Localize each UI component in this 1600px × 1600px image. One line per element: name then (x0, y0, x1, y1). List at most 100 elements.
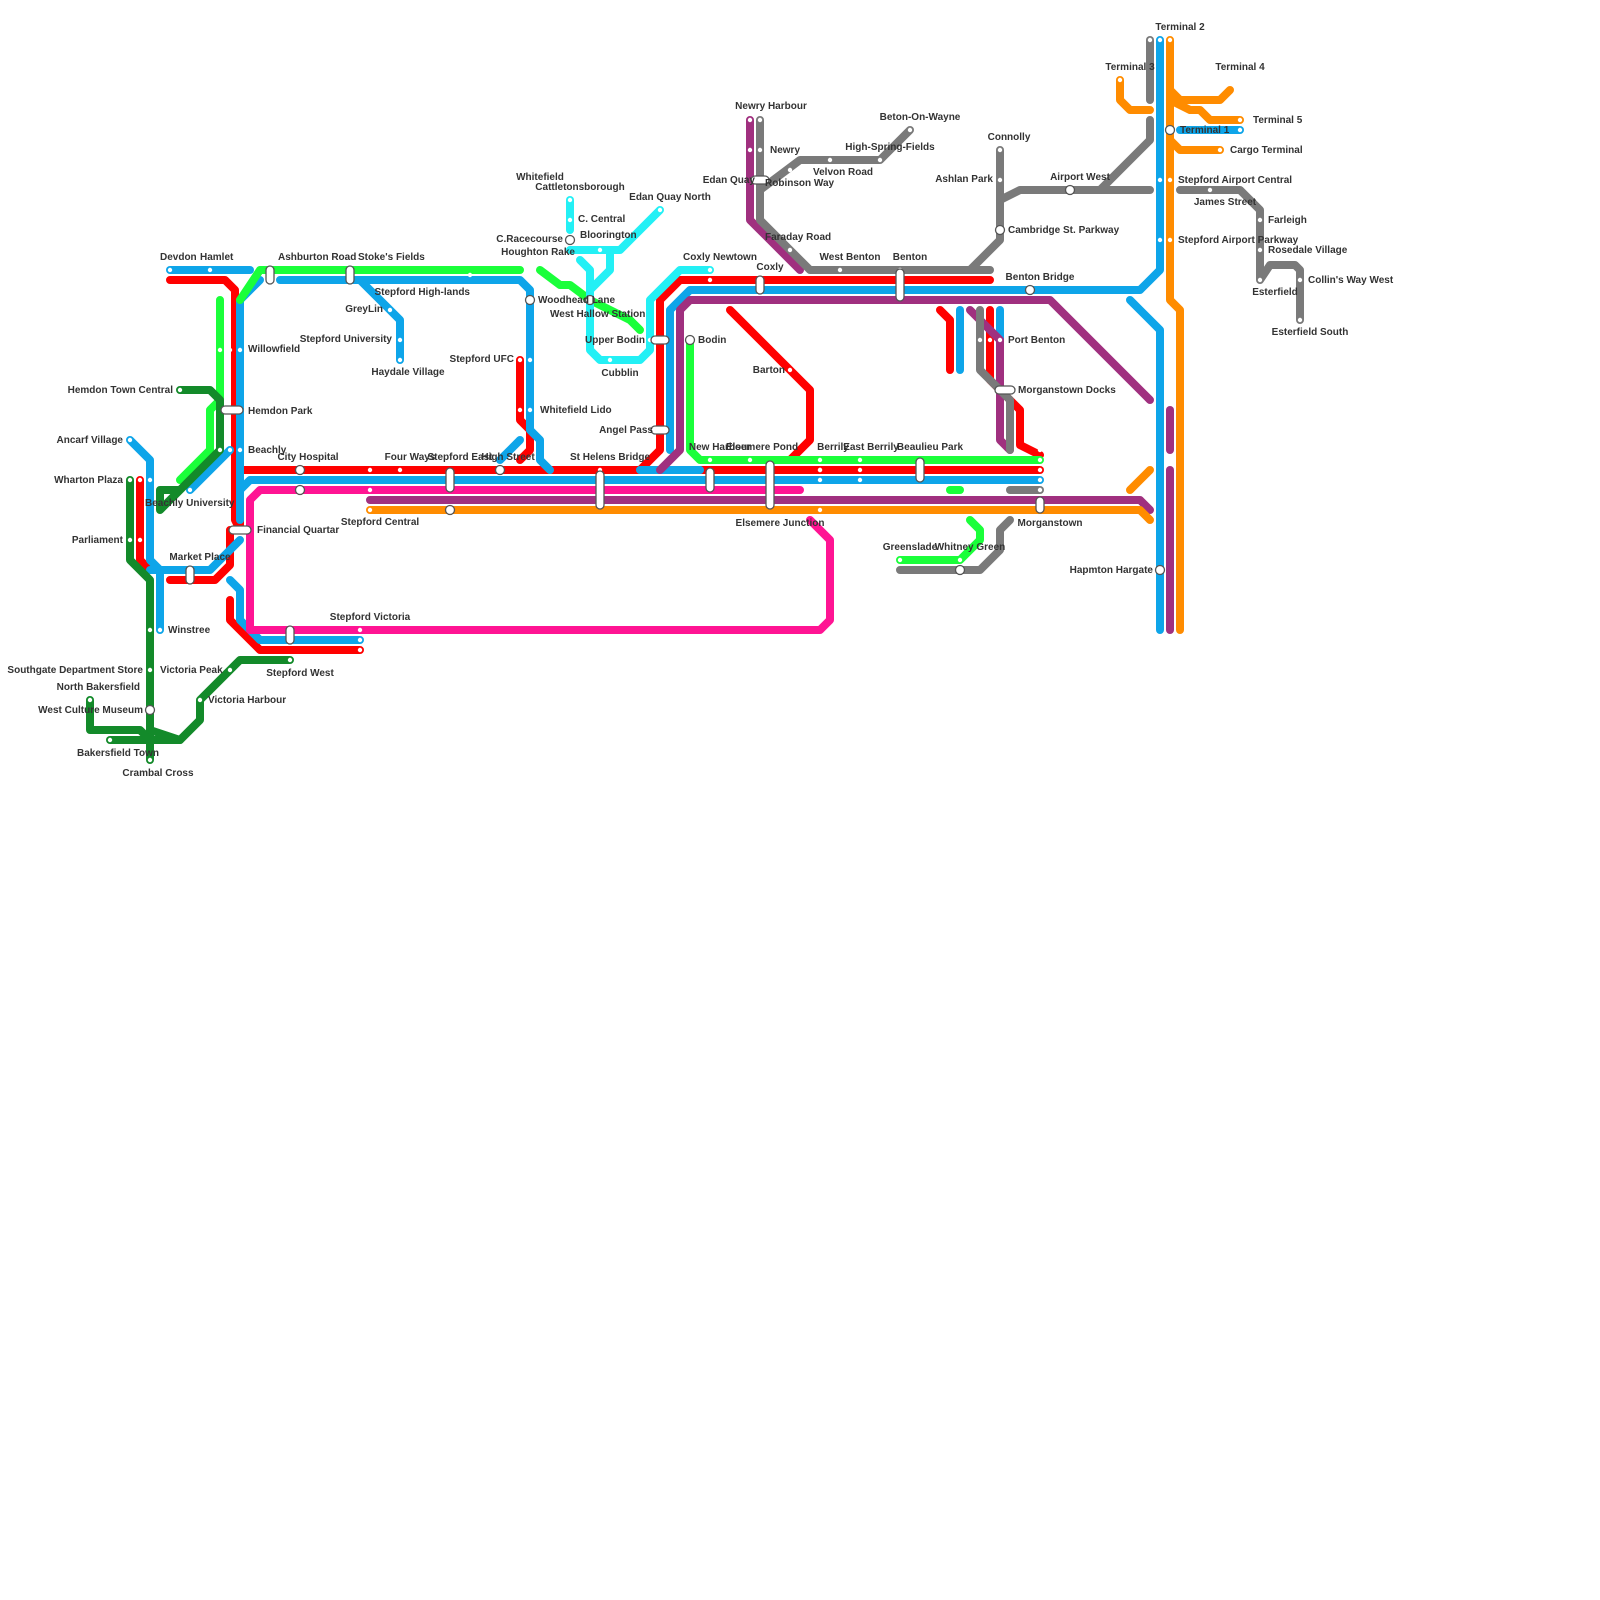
station-dot[interactable] (357, 637, 363, 643)
interchange-marker[interactable] (755, 275, 765, 295)
station-label-faraday-road[interactable]: Faraday Road (765, 232, 831, 243)
station-dot[interactable] (397, 357, 403, 363)
station-dot[interactable] (787, 367, 793, 373)
interchange-circle[interactable] (1024, 284, 1036, 296)
station-label-terminal-1[interactable]: Terminal 1 (1180, 125, 1230, 136)
station-dot[interactable] (107, 737, 113, 743)
station-label-elsemere-junction[interactable]: Elsemere Junction (736, 518, 825, 529)
station-dot[interactable] (1157, 37, 1163, 43)
station-dot[interactable] (237, 447, 243, 453)
station-label-bakersfield-town[interactable]: Bakersfield Town (77, 748, 159, 759)
station-label-cubblin[interactable]: Cubblin (601, 368, 638, 379)
station-dot[interactable] (517, 357, 523, 363)
station-dot[interactable] (837, 267, 843, 273)
station-dot[interactable] (147, 757, 153, 763)
station-label-victoria-peak[interactable]: Victoria Peak (160, 665, 223, 676)
station-dot[interactable] (747, 147, 753, 153)
interchange-circle[interactable] (1154, 564, 1166, 576)
station-dot[interactable] (177, 387, 183, 393)
station-dot[interactable] (607, 357, 613, 363)
station-dot[interactable] (857, 467, 863, 473)
station-label-connolly[interactable]: Connolly (988, 132, 1031, 143)
station-label-hapmton-hargate[interactable]: Hapmton Hargate (1070, 565, 1154, 576)
interchange-marker[interactable] (750, 175, 770, 185)
station-label-ashburton-road[interactable]: Ashburton Road (278, 252, 356, 263)
station-label-bloorington[interactable]: Bloorington (580, 230, 637, 241)
station-label-bodin[interactable]: Bodin (698, 335, 726, 346)
station-label-cargo-terminal[interactable]: Cargo Terminal (1230, 145, 1303, 156)
station-dot[interactable] (357, 627, 363, 633)
interchange-marker[interactable] (895, 268, 905, 302)
interchange-circle[interactable] (994, 224, 1006, 236)
station-label-berrily[interactable]: Berrily (817, 442, 849, 453)
station-dot[interactable] (147, 477, 153, 483)
station-label-stepford-victoria[interactable]: Stepford Victoria (330, 612, 411, 623)
station-label-hemdon-park[interactable]: Hemdon Park (248, 406, 313, 417)
station-dot[interactable] (367, 507, 373, 513)
station-dot[interactable] (1257, 247, 1263, 253)
station-dot[interactable] (1037, 477, 1043, 483)
station-label-greenslade[interactable]: Greenslade (883, 542, 938, 553)
station-dot[interactable] (1167, 177, 1173, 183)
interchange-marker[interactable] (185, 565, 195, 585)
station-dot[interactable] (747, 457, 753, 463)
station-label-morganstown-docks[interactable]: Morganstown Docks (1018, 385, 1116, 396)
station-dot[interactable] (167, 267, 173, 273)
interchange-circle[interactable] (1164, 124, 1176, 136)
station-label-barton[interactable]: Barton (753, 365, 785, 376)
station-label-beachly-university[interactable]: Beachly University (145, 498, 235, 509)
station-label-high-spring-fields[interactable]: High-Spring-Fields (845, 142, 935, 153)
station-dot[interactable] (757, 147, 763, 153)
interchange-circle[interactable] (954, 564, 966, 576)
station-label-benton[interactable]: Benton (893, 252, 927, 263)
station-dot[interactable] (757, 117, 763, 123)
station-label-stepford-central[interactable]: Stepford Central (341, 517, 420, 528)
station-dot[interactable] (527, 187, 533, 193)
station-dot[interactable] (1207, 187, 1213, 193)
station-dot[interactable] (197, 697, 203, 703)
station-label-c-central[interactable]: C. Central (578, 214, 625, 225)
station-label-stoke-s-fields[interactable]: Stoke's Fields (358, 252, 425, 263)
station-dot[interactable] (997, 337, 1003, 343)
station-dot[interactable] (237, 347, 243, 353)
station-dot[interactable] (137, 477, 143, 483)
station-dot[interactable] (827, 157, 833, 163)
station-dot[interactable] (567, 197, 573, 203)
station-label-coxly[interactable]: Coxly (756, 262, 784, 273)
station-dot[interactable] (747, 117, 753, 123)
station-dot[interactable] (857, 457, 863, 463)
station-dot[interactable] (787, 247, 793, 253)
station-label-benton-bridge[interactable]: Benton Bridge (1006, 272, 1075, 283)
station-label-terminal-2[interactable]: Terminal 2 (1155, 22, 1205, 33)
station-dot[interactable] (227, 347, 233, 353)
station-label-stepford-west[interactable]: Stepford West (266, 668, 334, 679)
station-label-stepford-university[interactable]: Stepford University (300, 334, 393, 345)
station-label-beachly[interactable]: Beachly (248, 445, 287, 456)
station-label-parliament[interactable]: Parliament (72, 535, 124, 546)
station-dot[interactable] (1297, 277, 1303, 283)
station-label-wharton-plaza[interactable]: Wharton Plaza (54, 475, 123, 486)
station-dot[interactable] (567, 217, 573, 223)
station-label-southgate-department-store[interactable]: Southgate Department Store (7, 665, 143, 676)
station-label-stepford-east[interactable]: Stepford East (427, 452, 493, 463)
station-label-north-bakersfield[interactable]: North Bakersfield (57, 682, 140, 693)
station-dot[interactable] (1117, 77, 1123, 83)
station-dot[interactable] (147, 627, 153, 633)
station-dot[interactable] (707, 267, 713, 273)
interchange-marker[interactable] (650, 335, 670, 345)
station-dot[interactable] (1237, 117, 1243, 123)
station-dot[interactable] (127, 477, 133, 483)
station-label-morganstown[interactable]: Morganstown (1018, 518, 1083, 529)
station-dot[interactable] (1147, 37, 1153, 43)
station-dot[interactable] (1157, 177, 1163, 183)
station-label-newry[interactable]: Newry (770, 145, 800, 156)
station-dot[interactable] (287, 657, 293, 663)
station-label-whitefield[interactable]: Whitefield (516, 172, 564, 183)
station-label-edan-quay-north[interactable]: Edan Quay North (629, 192, 711, 203)
station-label-farleigh[interactable]: Farleigh (1268, 215, 1307, 226)
station-label-stepford-airport-central[interactable]: Stepford Airport Central (1178, 175, 1292, 186)
station-dot[interactable] (997, 177, 1003, 183)
station-dot[interactable] (1237, 127, 1243, 133)
station-label-greylin[interactable]: GreyLin (345, 304, 383, 315)
station-dot[interactable] (1157, 237, 1163, 243)
